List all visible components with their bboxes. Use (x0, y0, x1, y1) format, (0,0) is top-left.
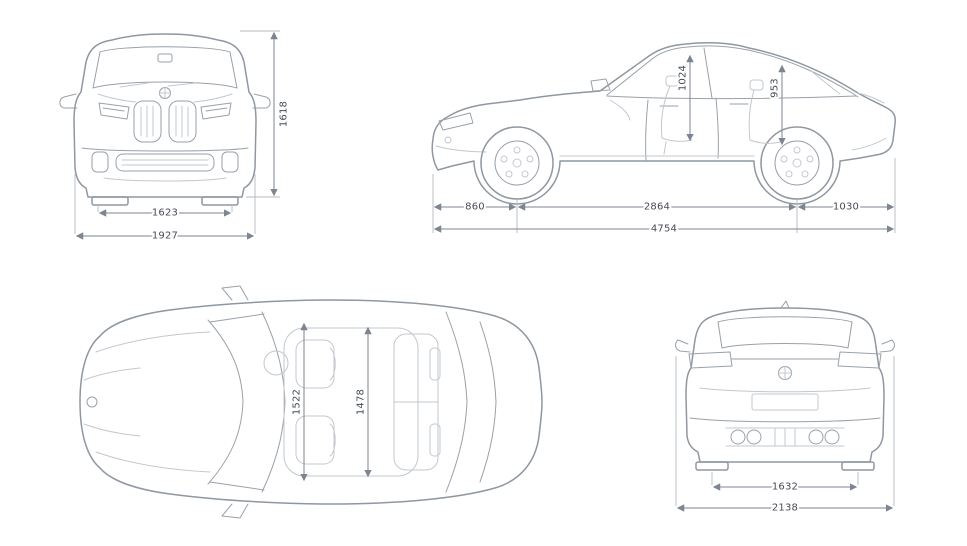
side-view (431, 42, 896, 205)
dim-rear-interior-width: 1478 (354, 326, 372, 478)
dim-label-rear-interior-width: 1478 (356, 389, 367, 415)
side-mirror (590, 78, 611, 92)
top-left-mirror (221, 285, 249, 301)
dim-front-track: 1623 (97, 204, 233, 221)
side-body-outline (431, 42, 896, 205)
dim-label-front-track: 1623 (152, 208, 178, 219)
dim-label-front-height: 1618 (279, 101, 290, 127)
rear-bumper-line (689, 417, 881, 423)
front-left-intake (91, 151, 109, 173)
front-right-wheel (201, 196, 239, 206)
kidney-grille (133, 100, 197, 143)
door-seams (645, 97, 719, 161)
top-windshield (207, 311, 286, 493)
trunk-seam (699, 387, 871, 393)
rear-view (675, 300, 895, 471)
hood-creases (97, 93, 233, 103)
dim-front-width: 1927 (74, 174, 256, 244)
top-right-mirror (221, 503, 249, 519)
dim-label-front-interior-height: 1024 (678, 65, 689, 91)
c-pillar-line (809, 69, 841, 95)
b-pillar (703, 47, 713, 99)
front-side-mirrors (59, 93, 271, 109)
fog-light (444, 136, 452, 144)
license-plate-recess (751, 393, 819, 411)
top-roundel (86, 396, 98, 408)
front-wipers (119, 82, 197, 88)
interior-seats (609, 75, 781, 155)
dim-label-rear-interior-height: 953 (770, 78, 781, 98)
dim-rear-interior-height: 953 (768, 64, 786, 146)
dim-front-height: 1618 (240, 30, 292, 198)
front-right-intake (221, 151, 239, 173)
rearview-mirror (157, 53, 173, 63)
hood-contours (83, 331, 211, 473)
dim-rear-overall-width: 2138 (675, 356, 895, 516)
dim-label-wheelbase: 2864 (644, 202, 670, 213)
front-view-dimensions: 1618 1623 1927 (74, 30, 292, 244)
dim-front-overhang: 860 (433, 200, 517, 215)
rear-right-wheel (841, 461, 875, 471)
dim-label-front-width: 1927 (152, 231, 178, 242)
rear-side-mirrors (675, 339, 895, 353)
top-view (79, 285, 543, 519)
front-headlights (98, 102, 232, 120)
dim-label-front-overhang: 860 (465, 202, 485, 213)
dim-label-overall-length: 4754 (651, 224, 677, 235)
dim-label-rear-track: 1632 (772, 482, 798, 493)
front-view (59, 33, 271, 206)
dim-label-front-interior-width: 1522 (292, 389, 303, 415)
dim-rear-overhang: 1030 (797, 200, 895, 215)
dim-front-interior-width: 1522 (290, 322, 308, 482)
rear-taillights (688, 351, 882, 369)
side-headlight (438, 112, 474, 131)
top-view-dimensions: 1522 1478 (290, 322, 372, 482)
front-wheel (480, 126, 554, 200)
roof-antenna-fin (780, 300, 790, 309)
top-interior (263, 333, 441, 471)
rear-left-wheel (695, 461, 729, 471)
brand-roundel (159, 87, 171, 99)
side-view-dimensions: 1024 953 860 2864 1030 4754 (432, 54, 896, 237)
dim-wheelbase: 2864 (517, 200, 797, 215)
rear-wheel (760, 126, 834, 200)
top-body-outline (79, 299, 543, 505)
dim-front-interior-height: 1024 (676, 54, 694, 142)
top-rear-window (445, 311, 497, 493)
front-bumper-line (435, 145, 487, 153)
side-greenhouse (606, 45, 859, 100)
front-intake-slats (121, 159, 209, 166)
rear-window (717, 316, 853, 349)
front-bumper (81, 147, 249, 152)
dim-label-rear-overhang: 1030 (833, 202, 859, 213)
rear-body-outline (685, 307, 885, 463)
front-lower-lip (103, 177, 227, 182)
dim-rear-track: 1632 (711, 472, 859, 495)
dim-overall-length: 4754 (433, 222, 895, 237)
door-handles (659, 103, 749, 107)
front-center-intake (115, 153, 215, 172)
rear-roundel (778, 366, 792, 380)
front-windshield (92, 46, 238, 89)
front-left-wheel (91, 196, 129, 206)
rear-diffuser (725, 427, 845, 447)
dim-label-rear-overall-width: 2138 (772, 503, 798, 514)
rear-view-dimensions: 1632 2138 (675, 356, 895, 516)
front-body-outline (73, 33, 257, 198)
rear-details (851, 92, 887, 151)
